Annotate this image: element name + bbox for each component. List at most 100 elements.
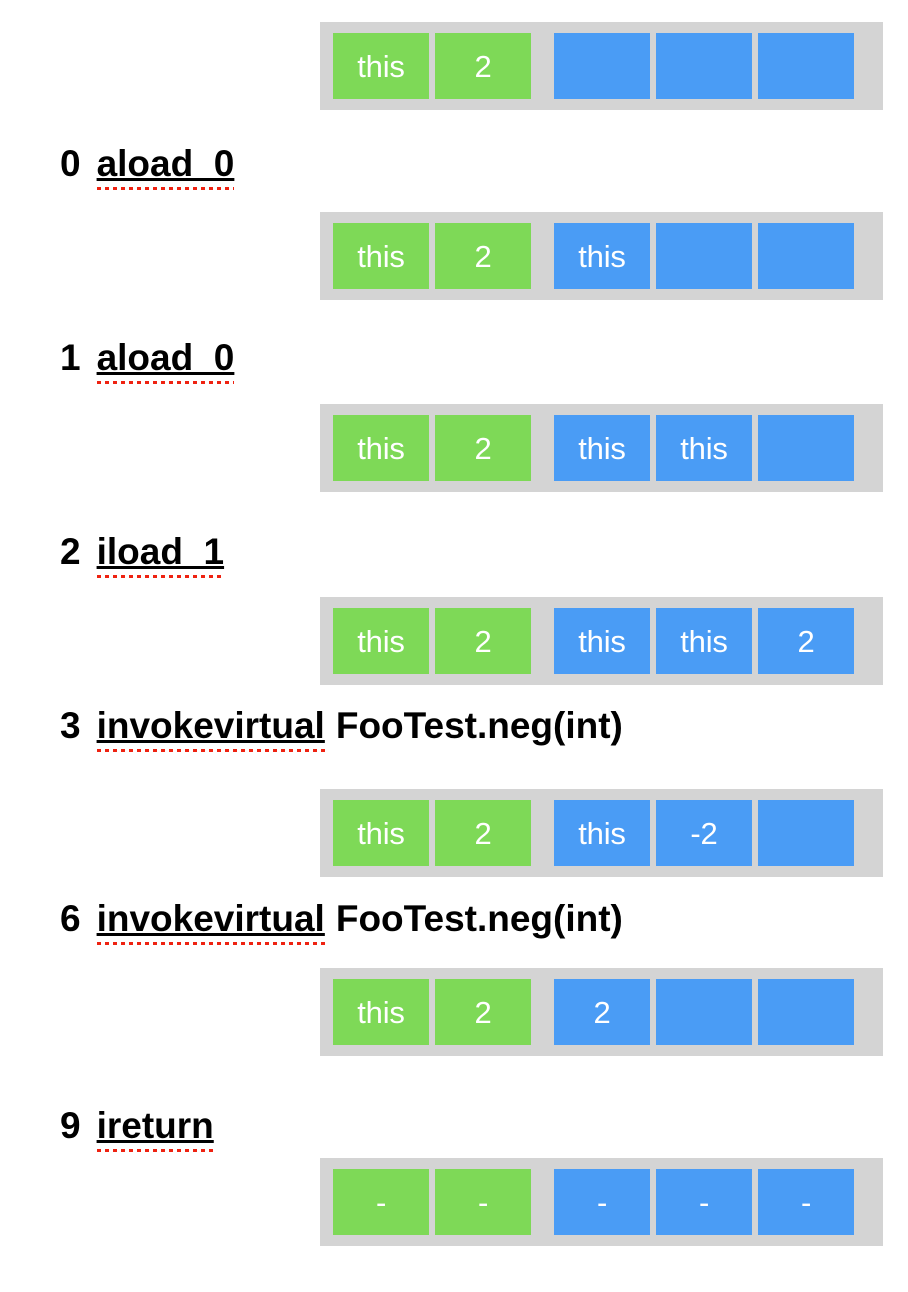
operand-stack	[554, 33, 854, 99]
stack-slot	[656, 979, 752, 1045]
stack-slot-value: -2	[690, 815, 718, 851]
locals-slot-value: 2	[474, 238, 492, 274]
instruction-offset: 0	[60, 143, 81, 184]
operand-stack: this this 2	[554, 608, 854, 674]
operand-stack: this	[554, 223, 854, 289]
stack-slot-value: this	[680, 430, 728, 466]
instruction-opcode: invokevirtual	[96, 705, 326, 752]
locals-array: --	[333, 1169, 531, 1235]
locals-array: this 2	[333, 608, 531, 674]
stack-slot	[656, 223, 752, 289]
locals-slot-value: this	[357, 48, 405, 84]
locals-slot-value: this	[357, 994, 405, 1030]
stack-slot-value: this	[578, 430, 626, 466]
locals-array: this 2	[333, 800, 531, 866]
stack-slot: -	[758, 1169, 854, 1235]
locals-slot: this	[333, 415, 429, 481]
stack-slot	[758, 979, 854, 1045]
locals-array: this 2	[333, 415, 531, 481]
stack-slot-value: -	[698, 1184, 710, 1220]
locals-slot: 2	[435, 415, 531, 481]
operand-stack: this this	[554, 415, 854, 481]
locals-slot: -	[435, 1169, 531, 1235]
stack-slot: -	[656, 1169, 752, 1235]
stack-slot-value: this	[578, 238, 626, 274]
instruction-ireturn-9: 9 ireturn	[60, 1105, 214, 1152]
operand-stack: this -2	[554, 800, 854, 866]
instruction-offset: 2	[60, 531, 81, 572]
locals-slot-value: 2	[474, 815, 492, 851]
locals-slot-value: 2	[474, 994, 492, 1030]
locals-slot-value: 2	[474, 48, 492, 84]
locals-slot-value: this	[357, 623, 405, 659]
instruction-operand: FooTest.neg(int)	[335, 898, 623, 939]
locals-slot: this	[333, 800, 429, 866]
locals-slot: this	[333, 33, 429, 99]
frame-after-ireturn-at-9: -----	[320, 1158, 883, 1246]
locals-array: this 2	[333, 979, 531, 1045]
frame-after-invokevirtual-at-6: this 2 2	[320, 968, 883, 1056]
stack-slot	[656, 33, 752, 99]
stack-slot-value: this	[578, 623, 626, 659]
stack-slot	[554, 33, 650, 99]
stack-slot: this	[554, 223, 650, 289]
stack-slot-value: -	[800, 1184, 812, 1220]
stack-slot: this	[554, 415, 650, 481]
locals-slot-value: this	[357, 815, 405, 851]
stack-slot: this	[656, 415, 752, 481]
stack-slot	[758, 800, 854, 866]
instruction-opcode: ireturn	[96, 1105, 214, 1152]
instruction-offset: 9	[60, 1105, 81, 1146]
frame-after-aload_0-at-0: this 2 this	[320, 212, 883, 300]
locals-array: this 2	[333, 33, 531, 99]
instruction-opcode: invokevirtual	[96, 898, 326, 945]
locals-slot: this	[333, 979, 429, 1045]
instruction-offset: 6	[60, 898, 81, 939]
locals-slot-value: -	[375, 1184, 387, 1220]
stack-slot-value: 2	[797, 623, 815, 659]
locals-slot: -	[333, 1169, 429, 1235]
stack-slot-value: 2	[593, 994, 611, 1030]
frame-initial: this 2	[320, 22, 883, 110]
instruction-opcode: aload_0	[96, 143, 235, 190]
instruction-opcode: aload_0	[96, 337, 235, 384]
stack-slot	[758, 223, 854, 289]
instruction-opcode: iload_1	[96, 531, 225, 578]
stack-slot-value: this	[680, 623, 728, 659]
stack-slot-value: this	[578, 815, 626, 851]
locals-slot-value: this	[357, 430, 405, 466]
instruction-offset: 3	[60, 705, 81, 746]
stack-slot: -2	[656, 800, 752, 866]
locals-slot: this	[333, 223, 429, 289]
locals-slot: 2	[435, 608, 531, 674]
stack-slot: -	[554, 1169, 650, 1235]
locals-slot-value: this	[357, 238, 405, 274]
operand-stack: 2	[554, 979, 854, 1045]
instruction-aload_0-1: 1 aload_0	[60, 337, 235, 384]
instruction-operand: FooTest.neg(int)	[335, 705, 623, 746]
operand-stack: ---	[554, 1169, 854, 1235]
instruction-aload_0-0: 0 aload_0	[60, 143, 235, 190]
locals-slot: 2	[435, 33, 531, 99]
stack-slot: 2	[758, 608, 854, 674]
locals-slot: 2	[435, 800, 531, 866]
instruction-iload_1-2: 2 iload_1	[60, 531, 225, 578]
stack-slot: 2	[554, 979, 650, 1045]
locals-slot: 2	[435, 979, 531, 1045]
locals-slot-value: -	[477, 1184, 489, 1220]
frame-after-invokevirtual-at-3: this 2 this -2	[320, 789, 883, 877]
stack-slot: this	[554, 800, 650, 866]
stack-slot	[758, 415, 854, 481]
stack-slot: this	[554, 608, 650, 674]
frame-after-iload_1-at-2: this 2 this this 2	[320, 597, 883, 685]
stack-slot: this	[656, 608, 752, 674]
locals-slot-value: 2	[474, 430, 492, 466]
instruction-offset: 1	[60, 337, 81, 378]
locals-slot: 2	[435, 223, 531, 289]
frame-after-aload_0-at-1: this 2 this this	[320, 404, 883, 492]
stack-slot-value: -	[596, 1184, 608, 1220]
locals-array: this 2	[333, 223, 531, 289]
